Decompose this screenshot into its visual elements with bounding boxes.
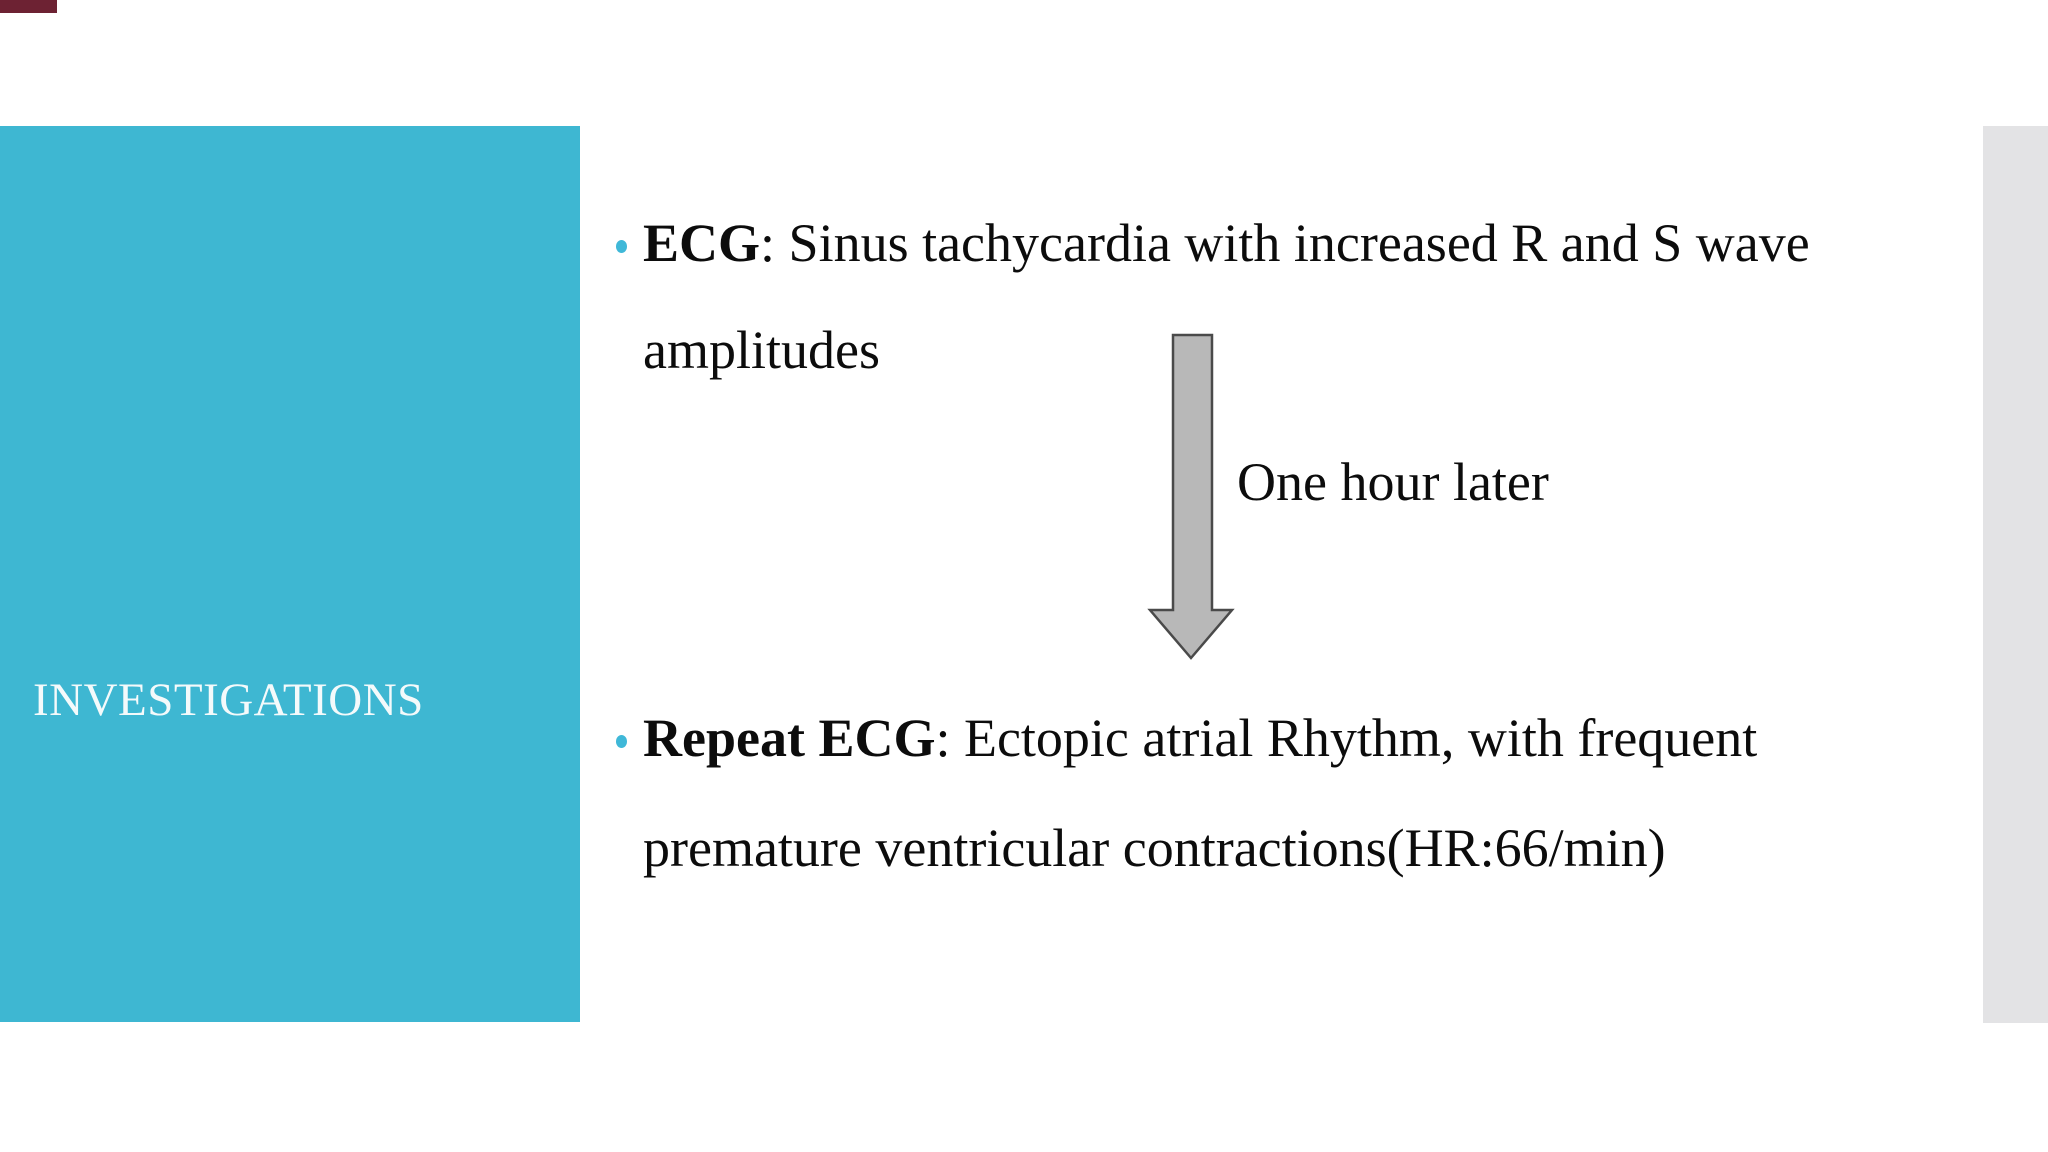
bullet-1-line-1-rest: : Sinus tachycardia with increased R and…: [760, 213, 1810, 273]
bullet-dot: [616, 735, 627, 748]
bullet-2-line-1: Repeat ECG: Ectopic atrial Rhythm, with …: [643, 711, 1757, 765]
bullet-2-line-1-rest: : Ectopic atrial Rhythm, with frequent: [935, 708, 1758, 768]
slide-title: INVESTIGATIONS: [33, 674, 424, 726]
bullet-1-bold-lead: ECG: [643, 213, 761, 273]
bullet-2-line-2: premature ventricular contractions(HR:66…: [643, 818, 1666, 878]
right-accent-strip: [1983, 126, 2048, 1023]
bullet-1-line-2: amplitudes: [643, 320, 880, 380]
down-arrow: [1145, 333, 1245, 665]
bullet-2-bold-lead: Repeat ECG: [643, 708, 936, 768]
bullet-dot: [616, 240, 627, 253]
title-panel: INVESTIGATIONS: [0, 126, 580, 1022]
down-arrow-icon: [1147, 333, 1235, 660]
bullet-1-line-1: ECG: Sinus tachycardia with increased R …: [643, 216, 1810, 270]
arrow-label: One hour later: [1237, 452, 1549, 512]
corner-red-artifact: [0, 0, 57, 13]
